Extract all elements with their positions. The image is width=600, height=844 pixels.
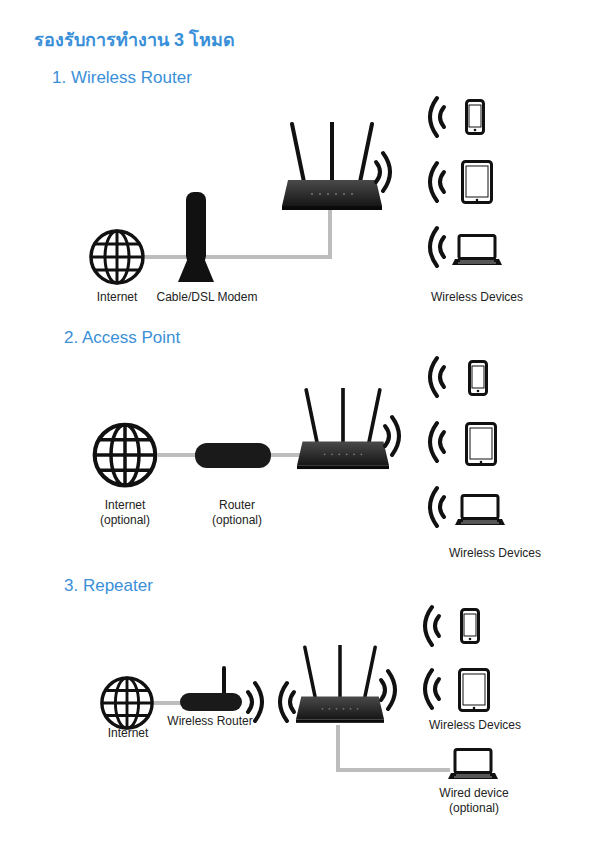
wifi-waves xyxy=(381,671,395,709)
device-label: Wireless Devices xyxy=(415,718,535,733)
device-label: Wired device (optional) xyxy=(419,786,529,816)
phone-icon xyxy=(462,610,479,643)
wifi-waves xyxy=(425,607,439,645)
tablet-icon xyxy=(463,162,492,203)
wifi-waves xyxy=(280,683,294,721)
modem xyxy=(178,192,214,282)
device-label: Internet (optional) xyxy=(85,498,165,528)
wifi-waves xyxy=(376,153,390,191)
wifi-waves xyxy=(430,423,444,461)
router-pill xyxy=(195,443,271,468)
wifi-waves xyxy=(430,488,444,526)
router-device xyxy=(296,645,384,722)
wifi-waves xyxy=(430,358,444,396)
phone-icon xyxy=(470,362,487,395)
internet-globe xyxy=(95,425,156,486)
internet-globe xyxy=(91,231,143,283)
laptop-icon xyxy=(452,236,502,266)
device-label: Internet xyxy=(72,290,162,305)
section-heading: 3. Repeater xyxy=(64,576,153,596)
router-device xyxy=(297,388,389,469)
wifi-waves xyxy=(425,670,439,708)
tablet-icon xyxy=(460,670,489,711)
tablet-icon xyxy=(467,424,496,465)
router-device xyxy=(282,122,382,210)
wireless-router-device xyxy=(180,668,242,711)
device-label: Router (optional) xyxy=(199,498,275,528)
device-label: Internet xyxy=(83,726,173,741)
device-label: Wireless Router xyxy=(155,714,265,729)
wifi-waves xyxy=(430,228,444,266)
section-heading: 2. Access Point xyxy=(64,328,180,348)
internet-globe xyxy=(102,678,152,728)
wifi-waves xyxy=(385,417,399,455)
section-heading: 1. Wireless Router xyxy=(52,68,192,88)
wire xyxy=(153,701,184,705)
phone-icon xyxy=(467,101,484,134)
laptop-icon xyxy=(455,496,505,526)
device-label: Wireless Devices xyxy=(417,290,537,305)
laptop-icon xyxy=(448,750,498,780)
device-label: Cable/DSL Modem xyxy=(147,290,267,305)
page-title: รองรับการทำงาน 3 โหมด xyxy=(34,28,235,52)
wifi-waves xyxy=(430,163,444,201)
device-label: Wireless Devices xyxy=(435,546,555,561)
wifi-waves xyxy=(430,98,444,136)
